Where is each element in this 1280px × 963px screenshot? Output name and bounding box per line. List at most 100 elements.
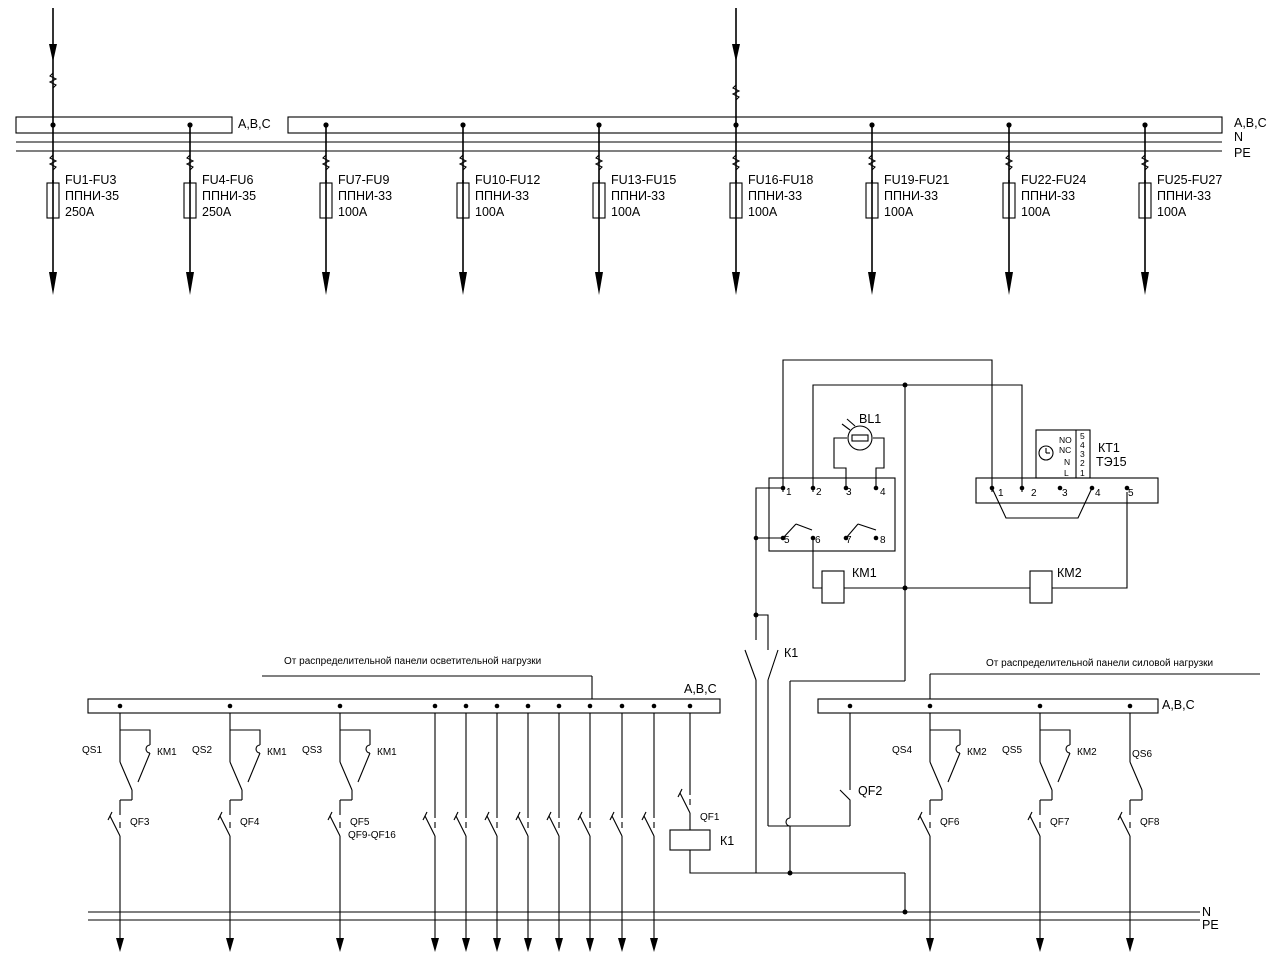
- fuse-type: ППНИ-33: [1021, 189, 1075, 203]
- power-bus-label: A,B,C: [1162, 698, 1195, 712]
- kt1-code-no: NO: [1059, 435, 1072, 445]
- km-label: КМ2: [1077, 747, 1097, 758]
- qf-label: QF8: [1140, 817, 1160, 828]
- outgoing-arrow: [462, 938, 470, 952]
- qf-label: QF3: [130, 817, 150, 828]
- lighting-panel: От распределительной панели осветительно…: [82, 656, 721, 952]
- lighting-extra-branch: [484, 703, 501, 952]
- km-label: КМ1: [267, 747, 287, 758]
- k1-coil: [669, 829, 711, 851]
- fuse-type: ППНИ-35: [202, 189, 256, 203]
- km-label: КМ1: [157, 747, 177, 758]
- outgoing-arrow: [650, 938, 658, 952]
- kt1-num-4: 4: [1080, 440, 1085, 450]
- outgoing-arrow: [116, 938, 124, 952]
- bl1-pin-5: 5: [784, 535, 790, 546]
- kt1-pin-4: 4: [1095, 488, 1101, 499]
- bl1-relay-box: [768, 477, 896, 552]
- bl1-pin-7: 7: [846, 535, 852, 546]
- km-label: КМ1: [377, 747, 397, 758]
- fuse-type: ППНИ-33: [611, 189, 665, 203]
- bl1-pin-3: 3: [846, 487, 852, 498]
- bl1-pin-8: 8: [880, 535, 886, 546]
- qf1-branch: QF1: [677, 703, 720, 830]
- outgoing-arrow: [586, 938, 594, 952]
- clock-icon: [1038, 445, 1054, 461]
- outgoing-arrow: [926, 938, 934, 952]
- kt1-label: КТ1: [1098, 441, 1120, 455]
- qf2-tap: [847, 703, 853, 790]
- incoming-arrow-1: [49, 44, 57, 62]
- fuse-type: ППНИ-33: [475, 189, 529, 203]
- fuse-name: FU16-FU18: [748, 173, 813, 187]
- lighting-extra-branch: [515, 703, 532, 952]
- outgoing-arrow: [1036, 938, 1044, 952]
- outgoing-arrow: [493, 938, 501, 952]
- bottom-n-label: N: [1202, 905, 1211, 919]
- qf-label: QF5: [350, 817, 370, 828]
- km2-coil-label: КМ2: [1057, 566, 1082, 580]
- fuse-rating: 100A: [338, 205, 368, 219]
- kt1-code-n: N: [1064, 457, 1070, 467]
- lighting-bus-label: A,B,C: [684, 682, 717, 696]
- kt1-num-3: 3: [1080, 449, 1085, 459]
- qs-label: QS3: [302, 745, 322, 756]
- k1-coil-label: К1: [720, 834, 734, 848]
- fuse-rating: 100A: [748, 205, 778, 219]
- outgoing-arrow: [186, 272, 194, 295]
- kt1-pin-1: 1: [998, 488, 1004, 499]
- outgoing-arrow: [1141, 272, 1149, 295]
- kt1-num-2: 2: [1080, 458, 1085, 468]
- incoming-arrow-2: [732, 44, 740, 62]
- bl1-pin-4: 4: [880, 487, 886, 498]
- fuse-rating: 100A: [611, 205, 641, 219]
- lighting-extra-branch: [422, 703, 439, 952]
- lighting-extra-branch: [609, 703, 626, 952]
- power-feed-note: От распределительной панели силовой нагр…: [986, 658, 1213, 669]
- lighting-extra-branch: [453, 703, 470, 952]
- outgoing-arrow: [1126, 938, 1134, 952]
- outgoing-arrow: [322, 272, 330, 295]
- kt1-pin-2: 2: [1031, 488, 1037, 499]
- kt1-num-5: 5: [1080, 431, 1085, 441]
- qs-label: QS4: [892, 745, 912, 756]
- fuse-type: ППНИ-33: [884, 189, 938, 203]
- power-panel: От распределительной панели силовой нагр…: [817, 658, 1260, 952]
- fuse-columns: FU1-FU3ППНИ-35250AFU4-FU6ППНИ-35250AFU7-…: [46, 122, 1222, 295]
- fuse-rating: 250A: [202, 205, 232, 219]
- busbar-abc-1: [15, 116, 233, 134]
- control-circuit: BL1 1 2 3 4 5 6 7 8 КМ1: [669, 359, 1159, 915]
- pe-label: PE: [1234, 146, 1251, 160]
- fuse-rating: 100A: [1157, 205, 1187, 219]
- busbar-1-label: A,B,C: [238, 117, 271, 131]
- fuse-type: ППНИ-33: [748, 189, 802, 203]
- fuse-type: ППНИ-33: [1157, 189, 1211, 203]
- power-busbar: [817, 698, 1159, 714]
- kt1-terminal-block: [1035, 429, 1091, 479]
- outgoing-arrow: [336, 938, 344, 952]
- kt1-pin-5: 5: [1128, 488, 1134, 499]
- fuse-name: FU19-FU21: [884, 173, 949, 187]
- lighting-feed-note: От распределительной панели осветительно…: [284, 656, 541, 667]
- lighting-busbar: [87, 698, 721, 714]
- km-label: КМ2: [967, 747, 987, 758]
- outgoing-arrow: [1005, 272, 1013, 295]
- kt1-code-nc: NC: [1059, 445, 1071, 455]
- kt1-model: ТЭ15: [1096, 455, 1127, 469]
- qf-label: QF6: [940, 817, 960, 828]
- qs-label: QS6: [1132, 749, 1152, 760]
- kt1-code-l: L: [1064, 468, 1069, 478]
